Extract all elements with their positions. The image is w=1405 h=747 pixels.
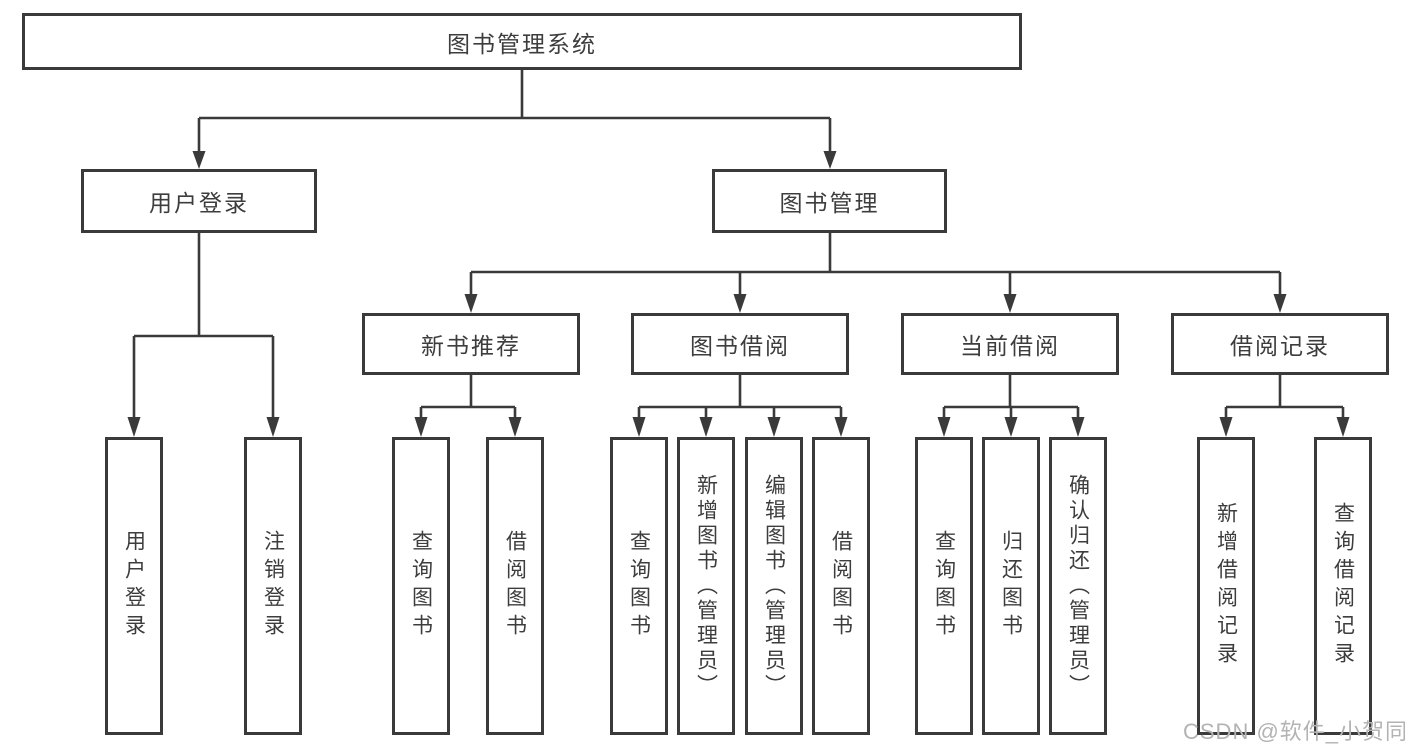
node-label: 借阅记录	[1230, 333, 1330, 359]
leaf-borrow-books-recommend: 借阅图书	[486, 437, 544, 735]
leaf-search-books-current: 查询图书	[915, 437, 973, 735]
leaf-add-book-admin: 新增图书（管理员）	[677, 437, 735, 735]
leaf-edit-book-admin: 编辑图书（管理员）	[745, 437, 803, 735]
leaf-search-books-recommend: 查询图书	[392, 437, 450, 735]
node-label: 查询图书	[932, 530, 956, 642]
csdn-watermark: CSDN @软件_小贺同学	[1183, 719, 1405, 744]
node-label: 新书推荐	[421, 333, 521, 359]
node-library-management-system: 图书管理系统	[22, 13, 1022, 70]
node-label: 用户登录	[122, 530, 146, 642]
node-label: 借阅图书	[503, 530, 527, 642]
node-label: 用户登录	[149, 190, 249, 216]
node-new-book-recommendation: 新书推荐	[362, 313, 580, 375]
leaf-confirm-return-admin: 确认归还（管理员）	[1049, 437, 1107, 735]
node-book-borrowing: 图书借阅	[631, 313, 849, 375]
leaf-search-borrow-record: 查询借阅记录	[1314, 437, 1372, 735]
node-label: 注销登录	[261, 530, 285, 642]
node-user-login: 用户登录	[81, 169, 317, 233]
node-borrowing-records: 借阅记录	[1171, 313, 1389, 375]
node-label: 查询借阅记录	[1331, 502, 1355, 670]
node-label: 新增借阅记录	[1214, 502, 1238, 670]
leaf-return-book: 归还图书	[982, 437, 1040, 735]
node-label: 查询图书	[627, 530, 651, 642]
node-label: 图书管理	[779, 190, 880, 216]
node-label: 新增图书（管理员）	[694, 473, 718, 699]
node-label: 归还图书	[999, 530, 1023, 642]
node-label: 借阅图书	[829, 530, 853, 642]
node-book-management: 图书管理	[712, 169, 947, 233]
leaf-borrow-books-borrow: 借阅图书	[812, 437, 870, 735]
node-label: 查询图书	[409, 530, 433, 642]
node-label: 图书借阅	[690, 333, 790, 359]
leaf-add-borrow-record: 新增借阅记录	[1197, 437, 1255, 735]
node-label: 当前借阅	[960, 333, 1060, 359]
node-label: 编辑图书（管理员）	[762, 473, 786, 699]
node-label: 确认归还（管理员）	[1066, 473, 1090, 699]
leaf-logout: 注销登录	[244, 437, 302, 735]
leaf-user-login: 用户登录	[105, 437, 163, 735]
node-current-borrowing: 当前借阅	[901, 313, 1119, 375]
leaf-search-books-borrow: 查询图书	[610, 437, 668, 735]
node-label: 图书管理系统	[447, 30, 597, 57]
